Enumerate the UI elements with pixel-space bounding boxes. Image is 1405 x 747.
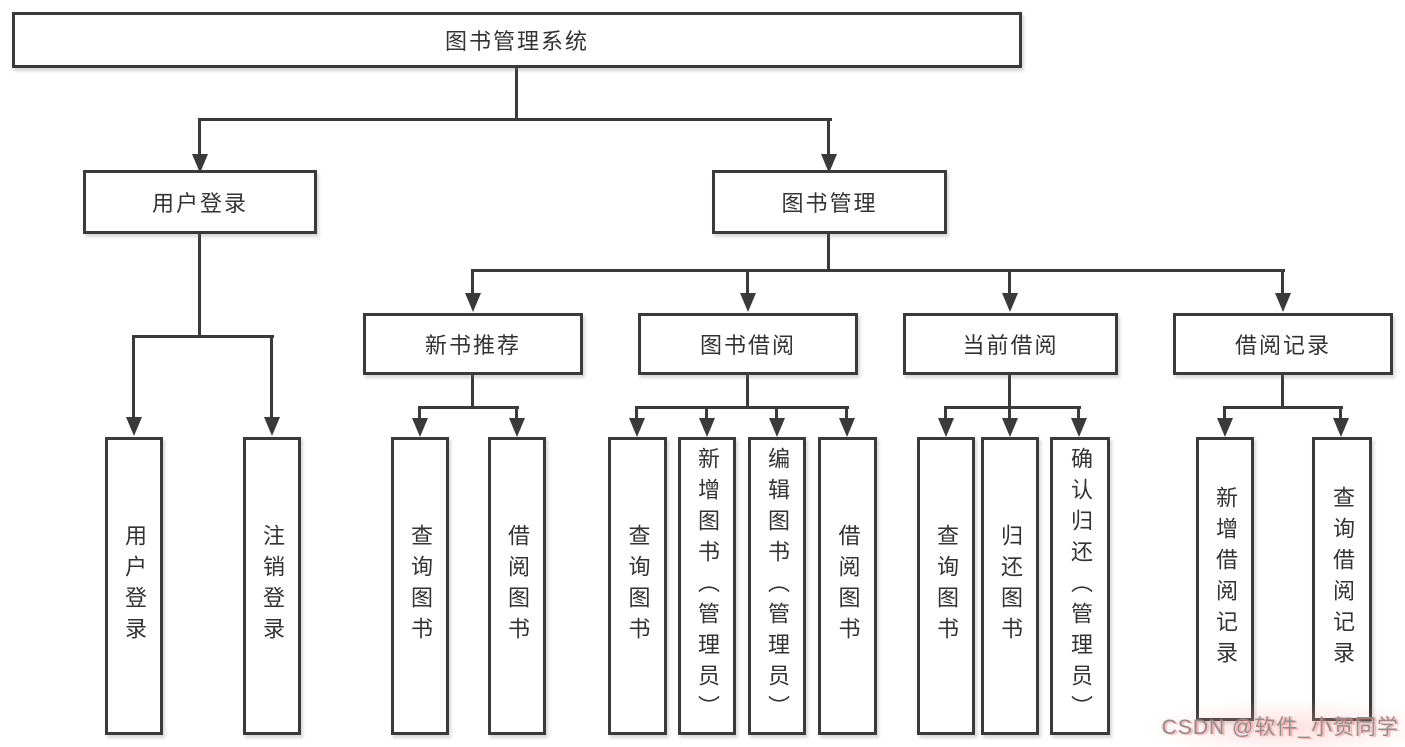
leaf-user-login: 用户登录	[105, 437, 163, 735]
leaf-recommend-borrow-books: 借阅图书	[488, 437, 546, 735]
arrowhead	[938, 418, 954, 437]
arrowhead	[192, 154, 208, 173]
node-book-management: 图书管理	[712, 170, 947, 234]
leaf-logout-label: 注销登录	[260, 524, 285, 648]
arrowhead	[126, 417, 142, 436]
edge-segment	[198, 234, 201, 337]
arrowhead	[509, 418, 525, 437]
leaf-current-return-books-label: 归还图书	[998, 524, 1023, 648]
arrowhead	[1333, 418, 1349, 437]
edge-segment	[827, 118, 830, 156]
watermark-text: CSDN @软件_小贺同学	[1161, 716, 1399, 739]
edge-segment	[1008, 406, 1011, 421]
node-root-label: 图书管理系统	[444, 29, 589, 54]
arrowhead	[839, 418, 855, 437]
leaf-borrowing-add-books-admin-label: 新增图书（管理员）	[695, 446, 720, 726]
edge-segment	[270, 335, 273, 419]
arrowhead	[1002, 418, 1018, 437]
leaf-current-return-books: 归还图书	[981, 437, 1039, 735]
edge-segment	[515, 68, 518, 120]
edge-segment	[705, 406, 708, 421]
node-root-system: 图书管理系统	[12, 12, 1022, 68]
watermark-highlight	[1150, 700, 1405, 747]
edge-segment	[827, 234, 830, 271]
edge-segment	[418, 406, 421, 421]
arrowhead	[1275, 293, 1291, 312]
edge-segment	[1008, 373, 1011, 408]
leaf-user-login-label: 用户登录	[122, 524, 147, 648]
node-user-login: 用户登录	[83, 170, 317, 234]
node-new-book-recommend: 新书推荐	[363, 313, 583, 375]
edge-segment	[845, 406, 848, 421]
arrowhead	[629, 418, 645, 437]
leaf-borrowing-edit-books-admin: 编辑图书（管理员）	[748, 437, 806, 735]
edge-segment	[1077, 406, 1080, 421]
edge-segment	[775, 406, 778, 421]
leaf-borrowing-query-books-label: 查询图书	[625, 524, 651, 648]
edge-segment	[635, 406, 638, 421]
edge-segment	[471, 269, 474, 295]
edge-segment	[198, 118, 832, 121]
edge-segment	[746, 269, 749, 295]
leaf-borrowing-borrow-books: 借阅图书	[818, 437, 877, 735]
leaf-records-add-record: 新增借阅记录	[1196, 437, 1254, 721]
arrowhead	[1071, 418, 1087, 437]
arrowhead	[465, 293, 481, 312]
leaf-current-confirm-return-admin-label: 确认归还（管理员）	[1068, 446, 1093, 726]
edge-segment	[515, 406, 518, 421]
arrowhead	[1002, 293, 1018, 312]
edge-segment	[1008, 269, 1011, 295]
edge-segment	[1339, 406, 1342, 421]
node-user-login-label: 用户登录	[151, 191, 248, 216]
leaf-borrowing-add-books-admin: 新增图书（管理员）	[678, 437, 736, 735]
node-current-borrowing: 当前借阅	[903, 313, 1118, 375]
edge-segment	[1223, 406, 1343, 409]
leaf-recommend-query-books-label: 查询图书	[408, 524, 433, 648]
leaf-borrowing-borrow-books-label: 借阅图书	[835, 524, 861, 648]
edge-segment	[471, 269, 1285, 272]
node-book-borrowing-label: 图书借阅	[699, 333, 796, 358]
leaf-logout: 注销登录	[243, 437, 301, 735]
leaf-current-query-books: 查询图书	[917, 437, 975, 735]
edge-segment	[1281, 269, 1284, 295]
leaf-current-query-books-label: 查询图书	[934, 524, 959, 648]
node-book-management-label: 图书管理	[781, 191, 878, 216]
edge-segment	[944, 406, 947, 421]
arrowhead	[769, 418, 785, 437]
node-current-borrowing-label: 当前借阅	[962, 333, 1059, 358]
edge-segment	[198, 118, 201, 156]
node-borrowing-records: 借阅记录	[1173, 313, 1393, 375]
edge-segment	[635, 406, 849, 409]
edge-segment	[471, 373, 474, 408]
node-book-borrowing: 图书借阅	[638, 313, 858, 375]
leaf-records-query-record-label: 查询借阅记录	[1330, 486, 1355, 672]
leaf-records-add-record-label: 新增借阅记录	[1213, 486, 1238, 672]
leaf-borrowing-query-books: 查询图书	[608, 437, 667, 735]
node-new-book-recommend-label: 新书推荐	[424, 333, 521, 358]
arrowhead	[1217, 418, 1233, 437]
edge-segment	[1281, 373, 1284, 408]
edge-segment	[746, 373, 749, 408]
leaf-current-confirm-return-admin: 确认归还（管理员）	[1050, 437, 1110, 735]
leaf-recommend-borrow-books-label: 借阅图书	[505, 524, 530, 648]
arrowhead	[740, 293, 756, 312]
edge-segment	[132, 335, 274, 338]
leaf-borrowing-edit-books-admin-label: 编辑图书（管理员）	[765, 446, 790, 726]
arrowhead	[412, 418, 428, 437]
edge-segment	[132, 335, 135, 419]
arrowhead	[264, 417, 280, 436]
arrowhead	[699, 418, 715, 437]
leaf-recommend-query-books: 查询图书	[391, 437, 449, 735]
edge-segment	[944, 406, 1081, 409]
arrowhead	[821, 154, 837, 173]
node-borrowing-records-label: 借阅记录	[1234, 333, 1331, 358]
leaf-records-query-record: 查询借阅记录	[1312, 437, 1372, 721]
edge-segment	[1223, 406, 1226, 421]
edge-segment	[418, 406, 519, 409]
